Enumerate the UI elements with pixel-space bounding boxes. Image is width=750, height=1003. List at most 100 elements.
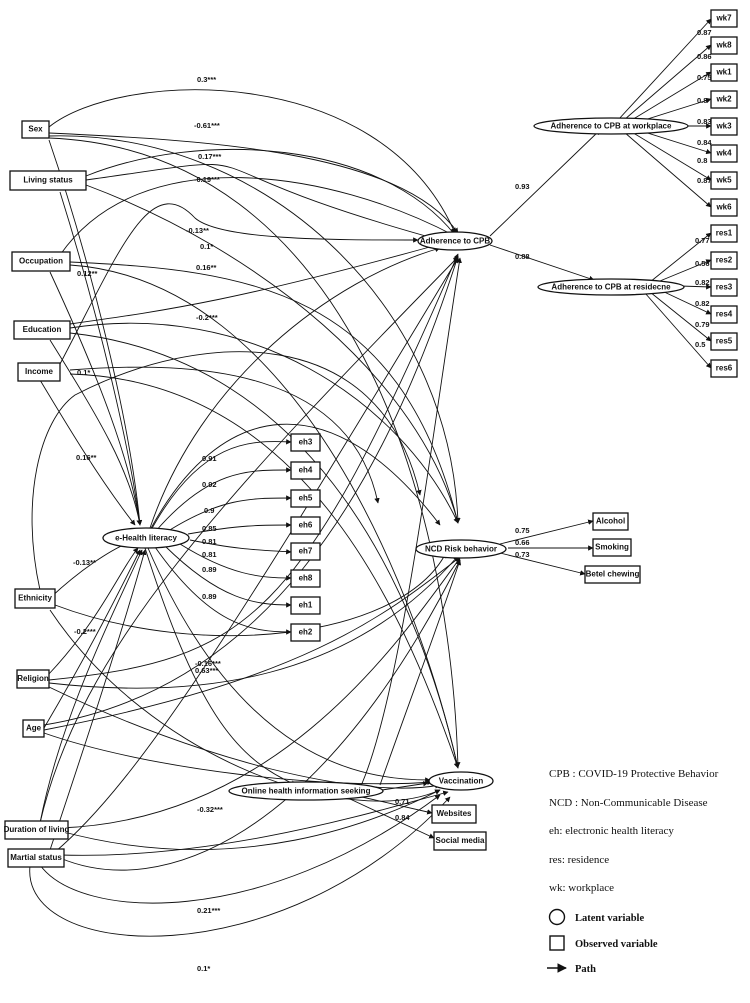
legend-latent: Latent variable <box>575 913 644 924</box>
svg-text:0.16**: 0.16** <box>76 453 97 462</box>
svg-text:0.1*: 0.1* <box>77 368 90 377</box>
legend-cpb: CPB : COVID-19 Protective Behavior <box>549 768 719 780</box>
box-alcohol: Alcohol <box>592 512 629 531</box>
box-occupation: Occupation <box>11 251 71 272</box>
svg-text:0.9: 0.9 <box>204 506 214 515</box>
svg-text:0.56: 0.56 <box>695 259 710 268</box>
svg-text:eh6: eh6 <box>299 521 313 530</box>
svg-text:wk2: wk2 <box>715 95 732 104</box>
svg-text:eh3: eh3 <box>299 438 313 447</box>
legend-circle-icon <box>548 908 566 926</box>
svg-text:Education: Education <box>23 325 62 334</box>
svg-text:-0.61***: -0.61*** <box>194 121 220 130</box>
svg-text:Adherence to CPB: Adherence to CPB <box>420 237 490 246</box>
svg-text:eh4: eh4 <box>299 466 313 475</box>
box-eh4: eh4 <box>290 461 321 480</box>
box-eh7: eh7 <box>290 542 321 561</box>
box-age: Age <box>22 719 45 738</box>
svg-text:0.92: 0.92 <box>202 480 217 489</box>
box-wk7: wk7 <box>710 9 738 28</box>
box-ethnicity: Ethnicity <box>14 588 56 609</box>
svg-text:-0.32***: -0.32*** <box>197 805 223 814</box>
legend-square-icon <box>549 935 565 951</box>
svg-text:eh2: eh2 <box>299 628 313 637</box>
residence-items: res1 res2 res3 res4 res5 res6 <box>710 224 738 378</box>
svg-text:0.21***: 0.21*** <box>197 906 220 915</box>
svg-text:wk6: wk6 <box>715 203 732 212</box>
svg-text:0.63***: 0.63*** <box>195 666 218 675</box>
legend-res: res: residence <box>549 854 609 866</box>
svg-text:res4: res4 <box>716 310 733 319</box>
box-eh3: eh3 <box>290 433 321 452</box>
svg-text:0.85: 0.85 <box>202 524 217 533</box>
svg-text:-0.16***: -0.16*** <box>195 659 221 668</box>
svg-text:0.88: 0.88 <box>515 252 530 261</box>
structural-paths <box>29 89 462 937</box>
svg-text:Websites: Websites <box>437 809 473 818</box>
svg-text:wk3: wk3 <box>715 122 732 131</box>
box-eh5: eh5 <box>290 489 321 508</box>
workplace-items: wk7 wk8 wk1 wk2 wk3 wk4 wk5 wk6 <box>710 9 738 217</box>
svg-text:0.82: 0.82 <box>695 299 710 308</box>
svg-text:Religion: Religion <box>17 674 49 683</box>
box-income: Income <box>17 362 61 382</box>
latent-cpb: Adherence to CPB <box>417 231 493 251</box>
box-marital-status: Martial status <box>7 848 65 868</box>
svg-text:Age: Age <box>26 724 42 733</box>
coefficient-labels: 0.87 0.86 0.75 0.8 0.83 0.84 0.8 0.87 0.… <box>73 28 712 973</box>
box-sex: Sex <box>21 120 50 139</box>
latent-residence: Adherence to CPB at residecne <box>537 278 685 296</box>
legend: CPB : COVID-19 Protective Behavior NCD :… <box>547 768 719 975</box>
svg-text:0.77: 0.77 <box>695 236 710 245</box>
box-wk2: wk2 <box>710 90 738 109</box>
svg-text:wk7: wk7 <box>715 14 732 23</box>
svg-text:e-Health literacy: e-Health literacy <box>115 534 177 543</box>
svg-text:-0.13**: -0.13** <box>73 558 96 567</box>
box-websites: Websites <box>431 804 477 824</box>
svg-text:0.89: 0.89 <box>202 592 217 601</box>
box-education: Education <box>13 320 71 340</box>
svg-text:0.8: 0.8 <box>697 96 707 105</box>
svg-text:0.1*: 0.1* <box>200 242 213 251</box>
svg-text:0.12**: 0.12** <box>77 269 98 278</box>
svg-text:Online health information seek: Online health information seeking <box>242 787 371 796</box>
box-res2: res2 <box>710 251 738 270</box>
svg-text:0.86: 0.86 <box>697 52 712 61</box>
legend-wk: wk: workplace <box>549 882 614 894</box>
legend-ncd: NCD : Non-Communicable Disease <box>549 797 708 809</box>
svg-text:0.83: 0.83 <box>697 117 712 126</box>
latent-ncd-risk: NCD Risk behavior <box>415 539 507 559</box>
box-wk3: wk3 <box>710 117 738 136</box>
ncd-items: Alcohol Smoking Betel chewing <box>584 512 641 584</box>
svg-text:eh7: eh7 <box>299 547 313 556</box>
svg-text:0.84: 0.84 <box>697 138 712 147</box>
svg-text:0.3***: 0.3*** <box>197 75 216 84</box>
svg-text:eh5: eh5 <box>299 494 313 503</box>
svg-text:Sex: Sex <box>28 125 43 134</box>
box-wk5: wk5 <box>710 171 738 190</box>
box-wk4: wk4 <box>710 144 738 163</box>
svg-text:res6: res6 <box>716 364 733 373</box>
svg-text:-0.2***: -0.2*** <box>74 627 96 636</box>
box-res1: res1 <box>710 224 738 243</box>
svg-text:Vaccination: Vaccination <box>439 777 484 786</box>
svg-text:Adherence to CPB at residecne: Adherence to CPB at residecne <box>551 283 671 292</box>
box-smoking: Smoking <box>592 538 632 557</box>
svg-text:0.71: 0.71 <box>395 797 410 806</box>
svg-text:-0.13**: -0.13** <box>186 226 209 235</box>
legend-observed: Observed variable <box>575 939 658 950</box>
svg-text:0.81: 0.81 <box>202 550 217 559</box>
svg-text:Social media: Social media <box>436 836 485 845</box>
svg-text:Living status: Living status <box>23 176 73 185</box>
svg-text:0.17***: 0.17*** <box>198 152 221 161</box>
ohis-items: Websites Social media <box>431 804 487 851</box>
box-eh1: eh1 <box>290 596 321 615</box>
latent-vaccination: Vaccination <box>428 771 494 791</box>
box-duration-of-living: Duration of living <box>4 820 69 840</box>
latent-ohis: Online health information seeking <box>228 781 384 801</box>
box-res5: res5 <box>710 332 738 351</box>
svg-text:-0.19***: -0.19*** <box>194 175 220 184</box>
box-res3: res3 <box>710 278 738 297</box>
svg-text:res2: res2 <box>716 256 733 265</box>
latent-ehealth-literacy: e-Health literacy <box>102 527 190 549</box>
